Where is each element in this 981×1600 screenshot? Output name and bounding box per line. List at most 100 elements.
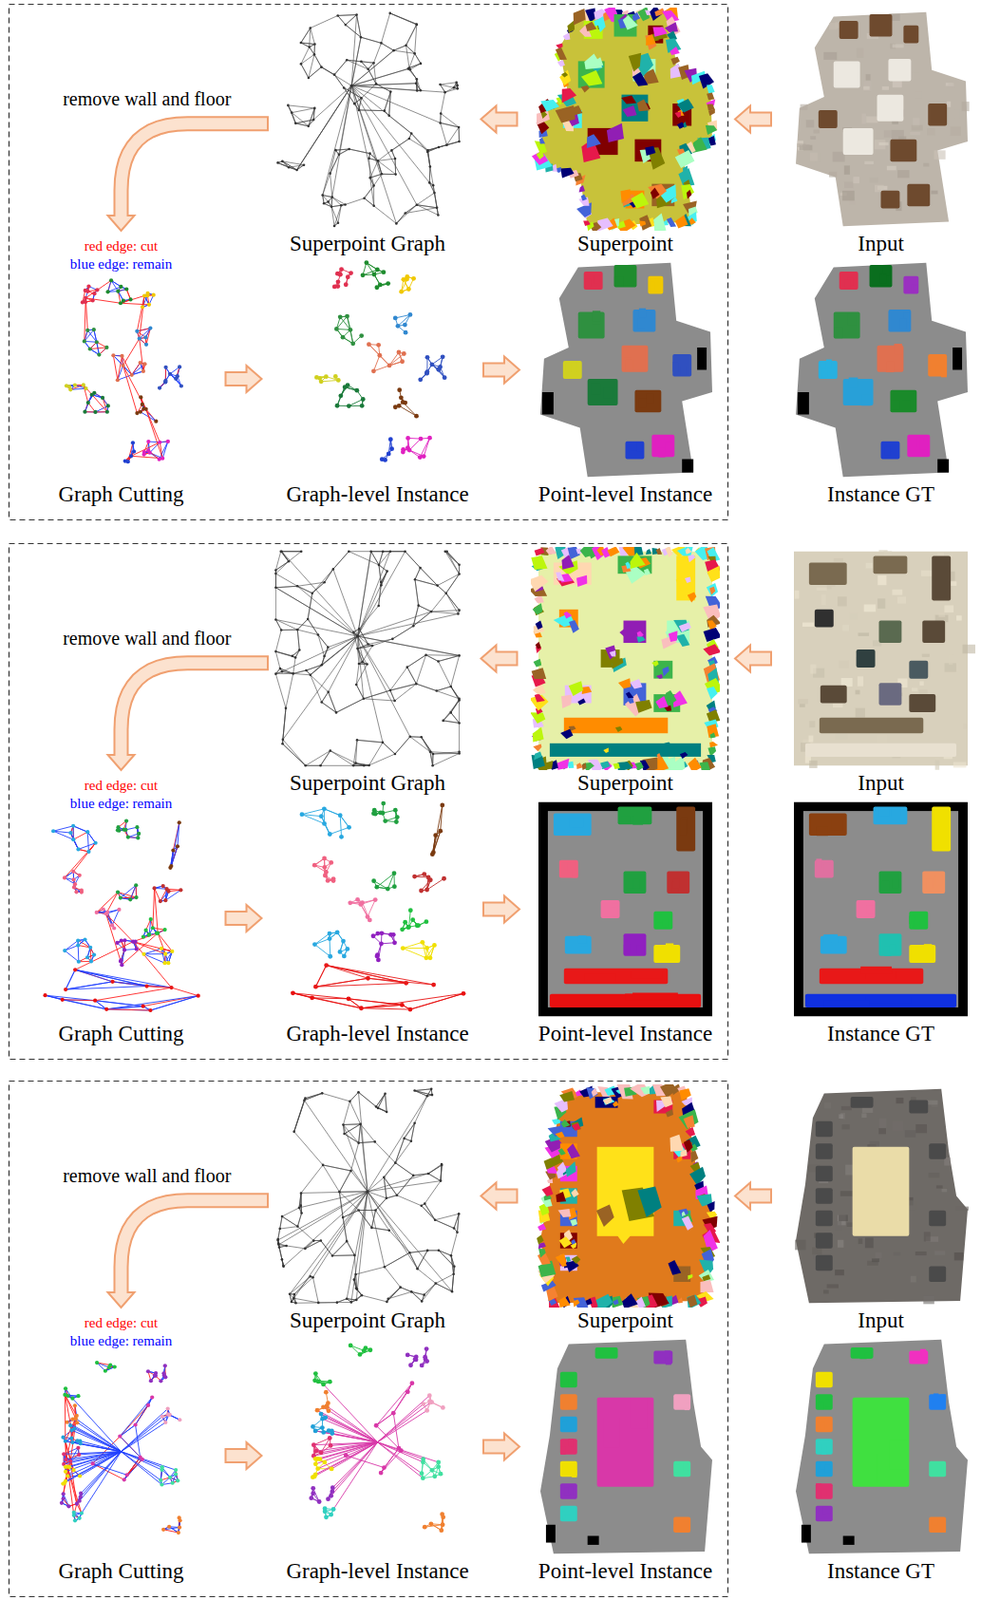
illustration-mark [445, 549, 449, 553]
illustration-mark [415, 655, 426, 684]
illustration-mark [288, 551, 302, 563]
illustration-mark [322, 195, 333, 198]
illustration-mark [379, 581, 383, 585]
illustration-mark [457, 140, 461, 144]
illustration-mark [410, 69, 417, 79]
illustration-mark [697, 347, 707, 371]
illustration-mark [645, 548, 652, 555]
illustration-mark [395, 222, 398, 226]
illustration-mark [902, 400, 910, 411]
illustration-mark [440, 354, 446, 359]
illustration-mark [332, 197, 346, 206]
illustration-mark [403, 211, 407, 215]
illustration-mark [350, 340, 356, 346]
scan-illustration [284, 258, 471, 482]
illustration-mark [458, 565, 460, 575]
illustration-mark [431, 764, 434, 768]
dashed-panel [9, 4, 729, 521]
illustration-mark [407, 667, 417, 684]
illustration-mark [338, 14, 358, 17]
illustration-mark [813, 129, 820, 133]
illustration-mark [360, 660, 364, 664]
illustration-mark [941, 367, 947, 378]
illustration-mark [368, 69, 377, 84]
illustration-mark [320, 765, 355, 767]
illustration-mark [389, 90, 393, 94]
illustration-mark [144, 342, 149, 347]
illustration-mark [458, 565, 460, 575]
illustration-mark [282, 636, 359, 672]
illustration-mark [287, 105, 296, 124]
illustration-mark [407, 448, 413, 453]
illustration-mark [538, 551, 713, 767]
illustration-mark [105, 410, 110, 415]
illustration-mark [309, 28, 311, 48]
illustration-mark [410, 735, 422, 737]
illustration-mark [419, 89, 423, 93]
illustration-mark [90, 393, 95, 397]
illustration-mark [403, 330, 409, 336]
illustration-mark [82, 339, 87, 343]
illustration-mark [436, 213, 440, 217]
illustration-mark [278, 162, 298, 170]
illustration-mark [275, 619, 298, 630]
illustration-mark [458, 699, 460, 723]
illustration-mark [389, 353, 404, 365]
illustration-mark [92, 291, 96, 296]
illustration-mark [926, 128, 936, 136]
illustration-mark [375, 267, 380, 273]
illustration-mark [320, 663, 324, 667]
illustration-mark [440, 113, 459, 128]
illustration-mark [371, 550, 391, 552]
illustration-mark [625, 441, 645, 460]
illustration-mark [800, 104, 809, 111]
illustration-mark [710, 732, 717, 738]
illustration-mark [351, 85, 417, 205]
illustration-mark [886, 166, 897, 171]
illustration-mark [378, 551, 391, 566]
illustration-mark [362, 764, 366, 768]
illustration-mark [351, 85, 445, 93]
illustration-mark [306, 125, 310, 129]
illustration-mark [923, 163, 929, 168]
illustration-mark [276, 161, 280, 165]
illustration-mark [555, 572, 565, 582]
illustration-mark [138, 360, 143, 365]
illustration-mark [622, 15, 639, 30]
illustration-mark [358, 551, 406, 637]
illustration-mark [362, 698, 366, 701]
illustration-mark [531, 667, 548, 680]
illustration-mark [371, 550, 384, 552]
illustration-mark [83, 386, 88, 391]
illustration-mark [296, 584, 300, 588]
illustration-mark [358, 333, 364, 339]
illustration-mark [337, 221, 340, 225]
illustration-mark [320, 193, 324, 197]
illustration-mark [275, 651, 296, 658]
illustration-mark [451, 698, 460, 714]
illustration-mark [911, 73, 920, 79]
illustration-mark [884, 130, 892, 137]
illustration-mark [637, 318, 644, 328]
illustration-mark [366, 68, 370, 72]
illustration-mark [415, 23, 418, 27]
illustration-mark [424, 369, 430, 375]
illustration-mark [441, 719, 445, 723]
illustration-mark [419, 735, 423, 739]
illustration-mark [706, 583, 718, 597]
illustration-mark [360, 37, 381, 43]
illustration-mark [309, 47, 315, 56]
illustration-mark [358, 613, 459, 637]
illustration-mark [413, 611, 432, 626]
illustration-mark [356, 763, 370, 766]
illustration-mark [282, 708, 286, 745]
illustration-mark [145, 291, 150, 296]
illustration-mark [366, 341, 372, 347]
illustration-mark [906, 184, 930, 208]
illustration-mark [105, 289, 110, 294]
illustration-mark [389, 549, 393, 553]
illustration-mark [313, 53, 317, 57]
illustration-mark [458, 722, 460, 752]
illustration-mark [431, 593, 447, 612]
